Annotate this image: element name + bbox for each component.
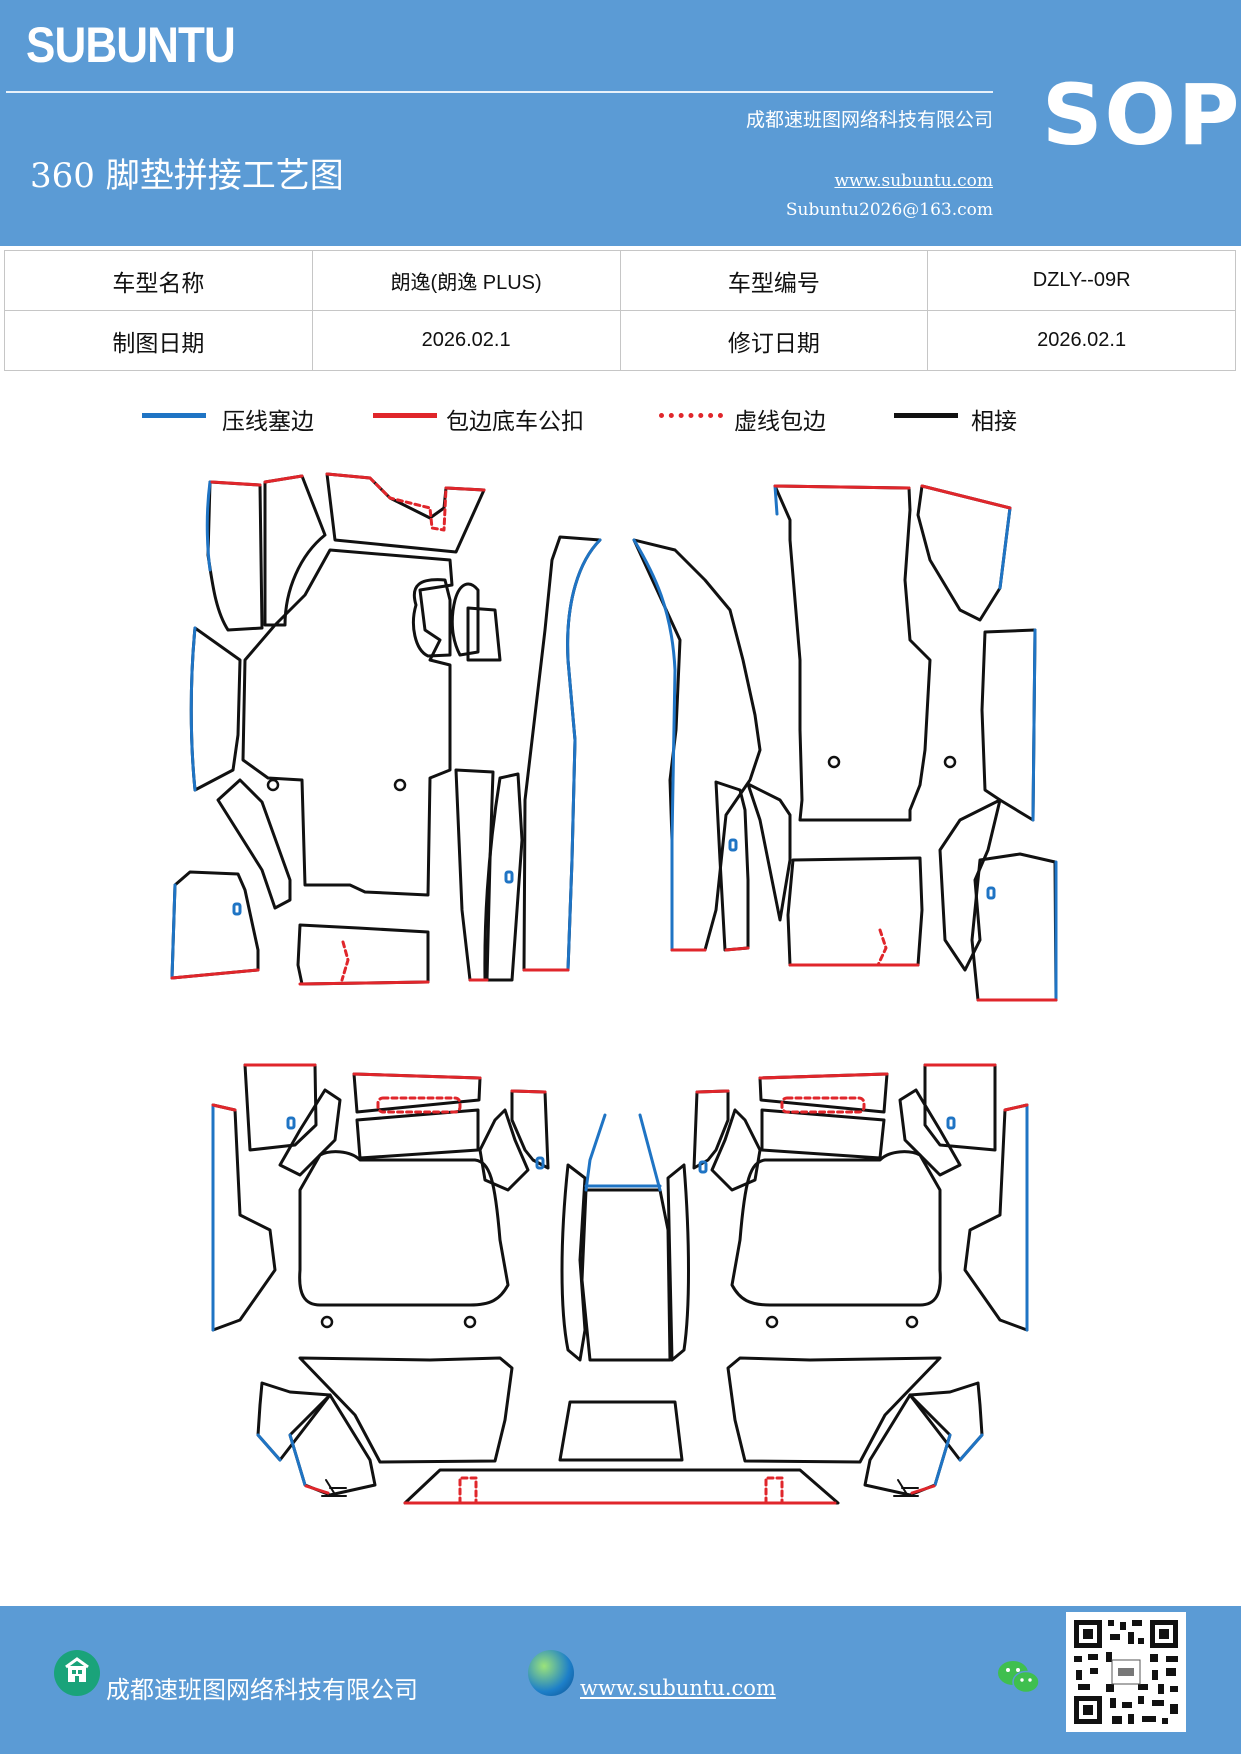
mat-piece bbox=[558, 1400, 684, 1462]
mat-piece bbox=[726, 1356, 942, 1464]
mat-piece bbox=[216, 778, 292, 910]
legend-label: 包边底车公扣 bbox=[446, 409, 584, 435]
document-title: 360 脚垫拼接工艺图 bbox=[30, 156, 344, 196]
legend-swatch bbox=[659, 413, 723, 418]
legend-swatch bbox=[142, 413, 206, 418]
mat-piece bbox=[760, 1108, 886, 1160]
mat-piece bbox=[560, 1163, 587, 1362]
brand-logo: SUBUNTU bbox=[26, 17, 236, 73]
mat-piece bbox=[510, 1089, 550, 1170]
legend: 压线塞边 包边底车公扣 虚线包边 相接 bbox=[0, 402, 1241, 436]
model-name-value: 朗逸(朗逸 PLUS) bbox=[311, 250, 621, 311]
mat-piece bbox=[758, 1072, 889, 1114]
mat-piece bbox=[403, 1468, 840, 1505]
email-address: Subuntu2026@163.com bbox=[785, 200, 993, 220]
mat-piece bbox=[211, 1103, 277, 1332]
mat-piece bbox=[692, 1089, 730, 1170]
legend-label: 虚线包边 bbox=[734, 409, 826, 435]
mat-piece bbox=[522, 535, 602, 972]
legend-swatch bbox=[894, 413, 958, 418]
table-row: 制图日期 2026.02.1 修订日期 2026.02.1 bbox=[4, 310, 1236, 371]
header-divider bbox=[6, 91, 993, 93]
mat-piece bbox=[355, 1108, 480, 1160]
mat-piece bbox=[710, 1108, 762, 1192]
mat-piece bbox=[206, 480, 264, 632]
mat-piece bbox=[263, 474, 327, 627]
mat-piece bbox=[278, 1088, 342, 1177]
revision-date-value: 2026.02.1 bbox=[927, 310, 1236, 371]
table-row: 车型名称 朗逸(朗逸 PLUS) 车型编号 DZLY--09R bbox=[4, 250, 1236, 311]
mat-piece bbox=[189, 626, 242, 792]
qr-code bbox=[1066, 1612, 1186, 1732]
legend-label: 相接 bbox=[971, 409, 1017, 435]
mat-piece bbox=[746, 782, 792, 922]
drawing-date-label: 制图日期 bbox=[4, 310, 313, 371]
mat-piece bbox=[938, 798, 1002, 972]
wechat-icon[interactable] bbox=[996, 1658, 1042, 1698]
globe-icon bbox=[528, 1650, 574, 1696]
mat-piece bbox=[241, 548, 454, 897]
company-name: 成都速班图网络科技有限公司 bbox=[745, 109, 993, 131]
mat-piece bbox=[296, 923, 430, 986]
drawing-date-value: 2026.02.1 bbox=[311, 310, 621, 371]
mat-piece bbox=[666, 1163, 690, 1362]
mat-piece bbox=[580, 1188, 672, 1362]
footer-banner: 成都速班图网络科技有限公司 www.subuntu.com bbox=[0, 1606, 1241, 1754]
mat-piece bbox=[483, 772, 524, 982]
mat-piece bbox=[466, 606, 502, 662]
model-code-label: 车型编号 bbox=[619, 250, 929, 311]
mat-piece bbox=[298, 1150, 510, 1307]
building-icon bbox=[54, 1650, 100, 1696]
mat-piece bbox=[923, 1063, 997, 1152]
mat-piece bbox=[450, 582, 480, 657]
mat-piece bbox=[916, 484, 1012, 622]
mat-piece bbox=[632, 538, 762, 952]
mat-piece bbox=[970, 852, 1058, 1002]
footer-website-link[interactable]: www.subuntu.com bbox=[580, 1676, 776, 1700]
mat-piece bbox=[478, 1108, 530, 1192]
mat-piece bbox=[963, 1103, 1029, 1332]
legend-label: 压线塞边 bbox=[222, 409, 314, 435]
mat-piece bbox=[898, 1088, 962, 1177]
model-name-label: 车型名称 bbox=[4, 250, 313, 311]
mat-piece bbox=[170, 870, 260, 980]
mat-piece bbox=[325, 472, 486, 554]
mat-piece bbox=[298, 1356, 514, 1464]
header-banner: SUBUNTU 成都速班图网络科技有限公司 360 脚垫拼接工艺图 www.su… bbox=[0, 0, 1241, 246]
footer-company-name: 成都速班图网络科技有限公司 bbox=[106, 1676, 418, 1704]
mat-piece bbox=[412, 578, 452, 658]
sop-badge: SOP bbox=[1042, 66, 1241, 164]
revision-date-label: 修订日期 bbox=[619, 310, 929, 371]
mat-piece bbox=[773, 484, 932, 822]
mat-piece bbox=[243, 1063, 318, 1152]
model-code-value: DZLY--09R bbox=[927, 250, 1236, 311]
mat-piece bbox=[714, 780, 750, 952]
floor-mat-diagram bbox=[170, 472, 1058, 1505]
vehicle-info-table: 车型名称 朗逸(朗逸 PLUS) 车型编号 DZLY--09R 制图日期 202… bbox=[4, 250, 1236, 371]
website-link[interactable]: www.subuntu.com bbox=[834, 171, 993, 191]
mat-piece bbox=[730, 1150, 942, 1307]
mat-piece bbox=[786, 856, 924, 967]
legend-swatch bbox=[373, 413, 437, 418]
mat-piece bbox=[980, 628, 1037, 822]
